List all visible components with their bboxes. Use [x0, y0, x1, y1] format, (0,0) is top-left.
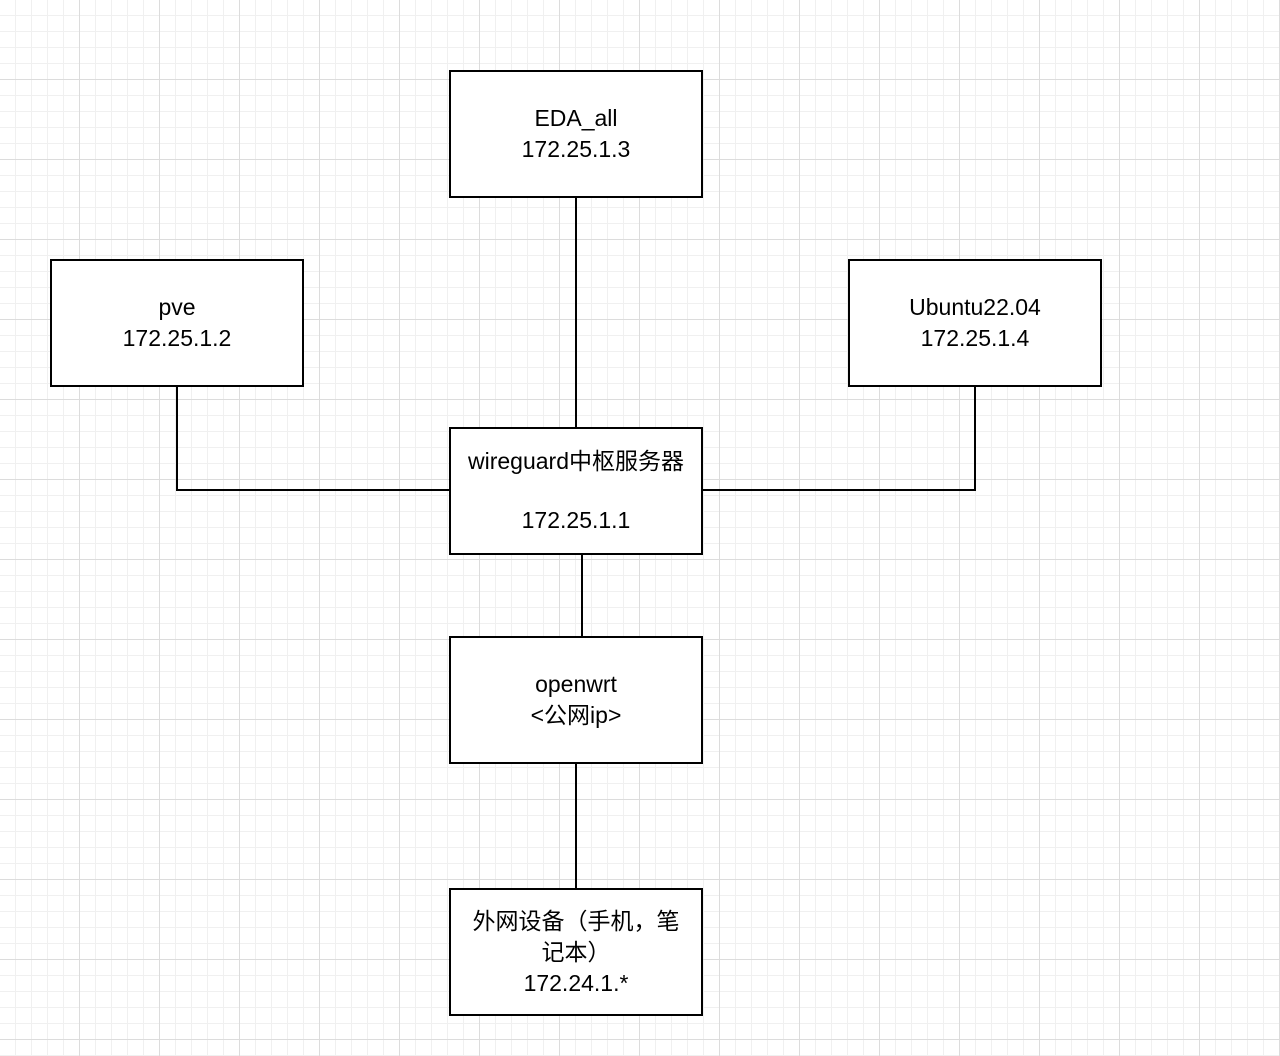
node-ip: 172.24.1.*: [523, 969, 629, 996]
node-wireguard-hub[interactable]: wireguard中枢服务器 172.25.1.1: [449, 427, 703, 555]
node-external-devices[interactable]: 外网设备（手机，笔 记本） 172.24.1.*: [449, 888, 703, 1016]
node-openwrt[interactable]: openwrt <公网ip>: [449, 636, 703, 764]
node-label-line2: 记本）: [541, 938, 611, 965]
node-label: openwrt: [535, 671, 617, 697]
node-ip: 172.25.1.4: [920, 325, 1030, 351]
node-ip: 172.25.1.3: [521, 136, 631, 162]
node-pve[interactable]: pve 172.25.1.2: [50, 259, 304, 387]
node-label-line1: 外网设备（手机，笔: [472, 907, 680, 934]
edge-ubuntu-wireguard: [702, 385, 976, 491]
node-eda-all[interactable]: EDA_all 172.25.1.3: [449, 70, 703, 198]
edge-pve-wireguard: [176, 385, 450, 491]
node-label: wireguard中枢服务器: [468, 448, 684, 474]
node-ubuntu[interactable]: Ubuntu22.04 172.25.1.4: [848, 259, 1102, 387]
node-ip: 172.25.1.1: [521, 507, 631, 533]
node-ip: 172.25.1.2: [122, 325, 232, 351]
node-label: pve: [158, 294, 196, 320]
node-label: Ubuntu22.04: [909, 294, 1041, 320]
node-label: EDA_all: [534, 105, 618, 131]
node-public-ip: <公网ip>: [530, 702, 622, 728]
